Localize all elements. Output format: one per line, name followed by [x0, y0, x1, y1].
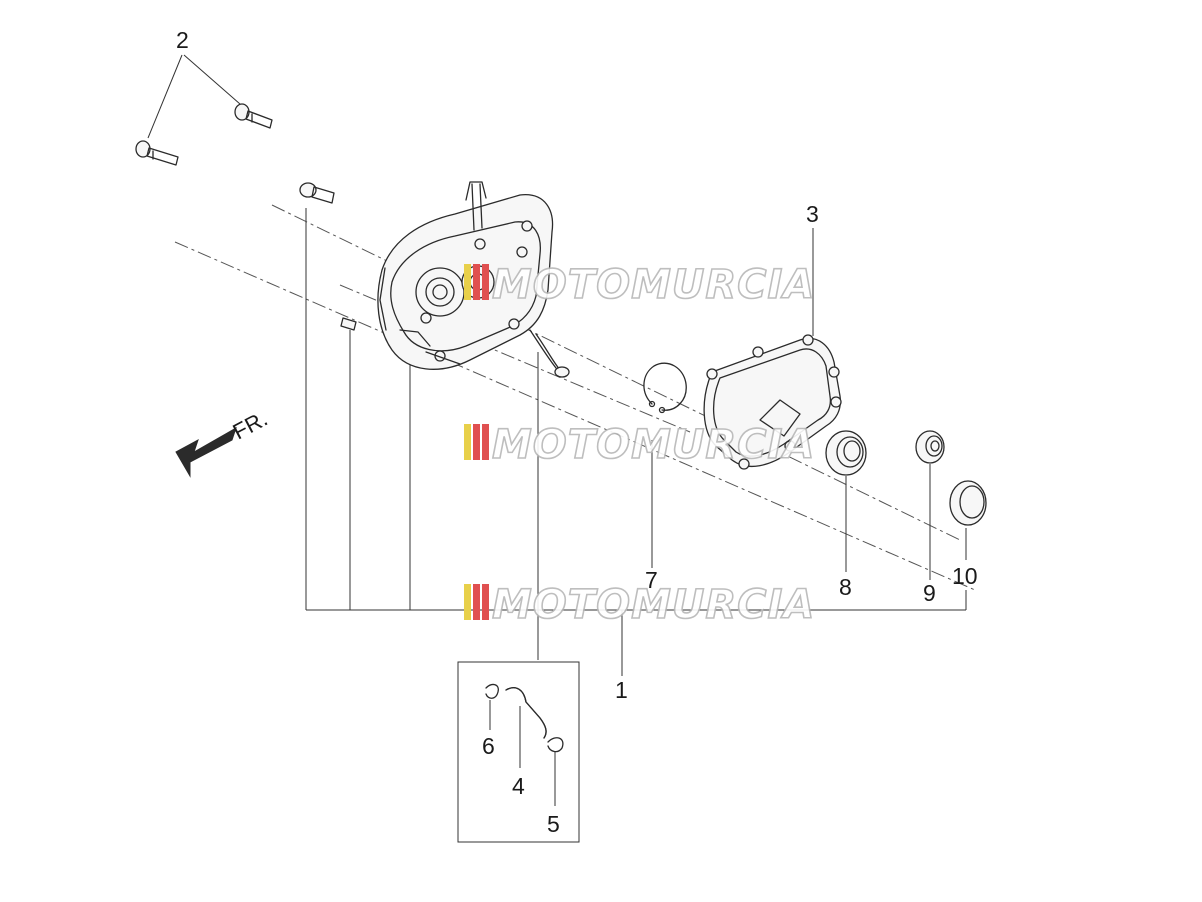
- bolt-upper: [234, 103, 273, 129]
- circlip: [643, 362, 687, 414]
- callout-10: 10: [952, 563, 978, 589]
- watermark-2: MOTOMURCIA: [464, 421, 815, 469]
- callout-5: 5: [547, 811, 560, 837]
- bearing-small: [915, 430, 945, 464]
- leader-2: [147, 54, 241, 139]
- callout-1: 1: [615, 677, 628, 703]
- watermark-text-2: MOTOMURCIA: [492, 422, 815, 468]
- bolt-lower: [135, 140, 179, 166]
- cover-gasket: [703, 334, 842, 470]
- small-pin: [340, 317, 357, 331]
- bearing-large: [825, 430, 867, 476]
- watermark-3: MOTOMURCIA: [464, 581, 815, 629]
- dowel-pin: [299, 182, 335, 204]
- callout-4: 4: [512, 773, 525, 799]
- watermark-1: MOTOMURCIA: [464, 261, 815, 309]
- hose-kit-inset: [457, 661, 580, 843]
- front-direction-arrow: [175, 426, 237, 478]
- leader-1-bracket: [305, 208, 967, 676]
- callout-3: 3: [806, 201, 819, 227]
- callout-9: 9: [923, 580, 936, 606]
- callout-6: 6: [482, 733, 495, 759]
- watermark-text-3: MOTOMURCIA: [492, 582, 815, 628]
- callout-2: 2: [176, 27, 189, 53]
- callout-8: 8: [839, 574, 852, 600]
- callout-7: 7: [645, 567, 658, 593]
- oil-seal: [949, 480, 987, 526]
- watermark-text-1: MOTOMURCIA: [492, 262, 815, 308]
- front-direction-label: FR.: [229, 406, 272, 445]
